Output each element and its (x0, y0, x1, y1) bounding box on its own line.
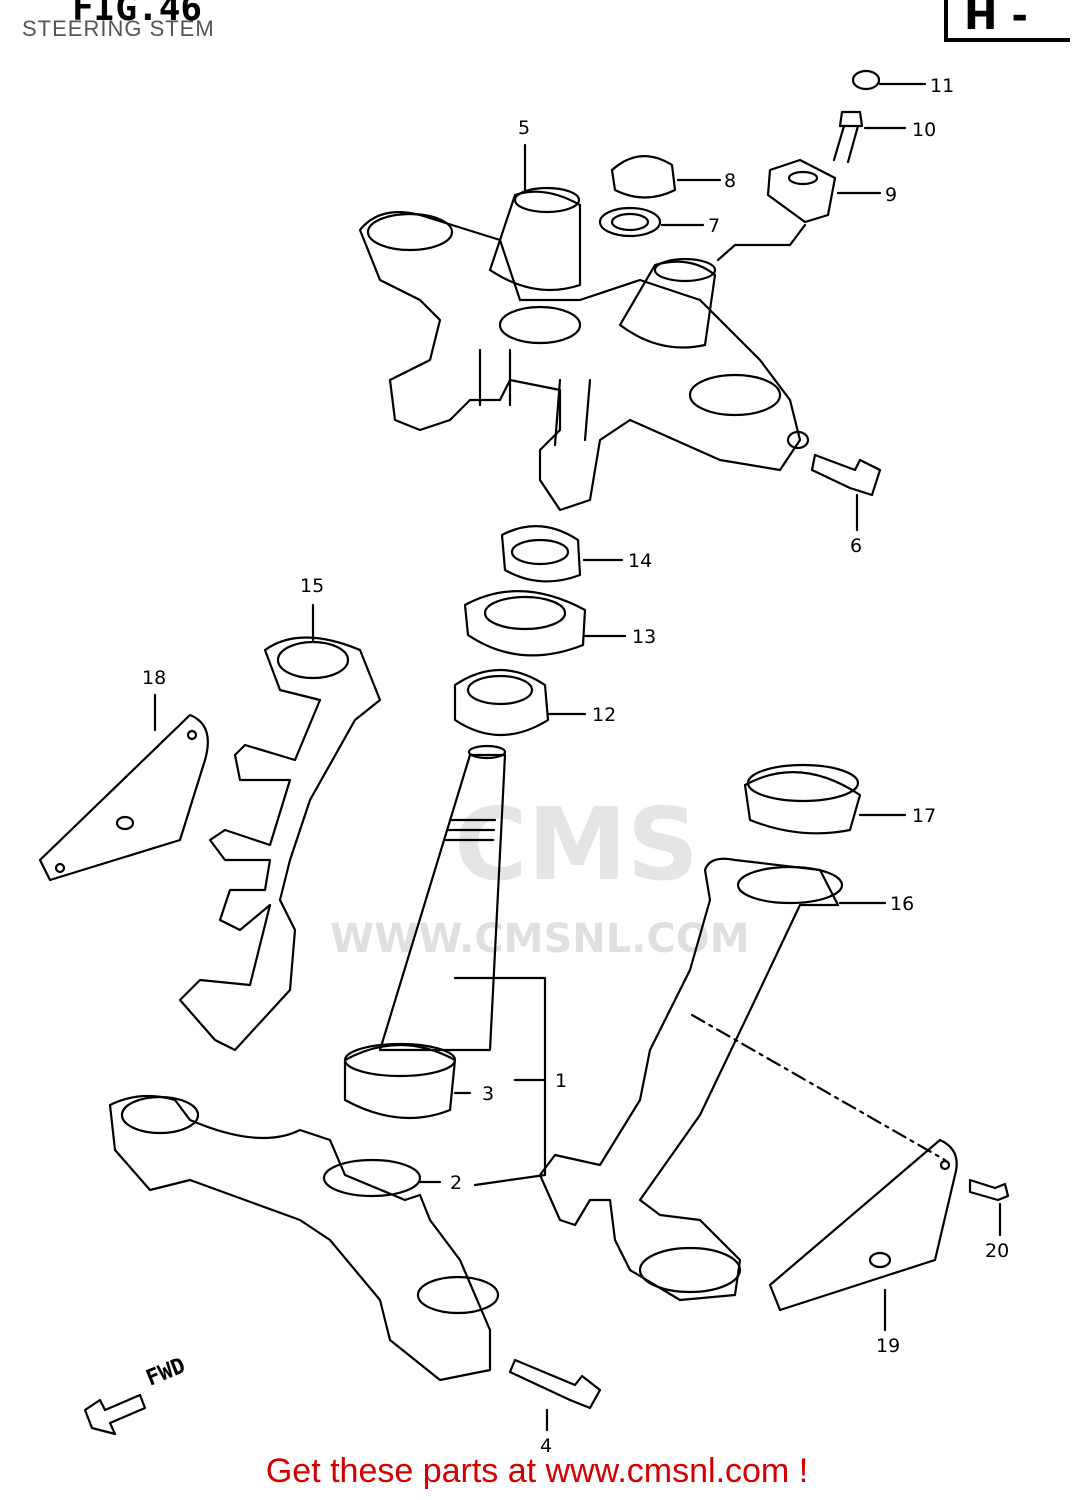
callout-12: 12 (592, 704, 617, 726)
callout-2: 2 (450, 1172, 463, 1194)
section-code: H - (944, 0, 1070, 42)
callout-8: 8 (724, 170, 737, 192)
figure-label: FIG.46 (72, 0, 203, 29)
callout-9: 9 (885, 184, 898, 206)
callout-6: 6 (850, 535, 863, 557)
callout-4: 4 (540, 1435, 553, 1457)
callout-7: 7 (708, 215, 721, 237)
callout-15: 15 (300, 575, 325, 597)
callout-1: 1 (555, 1070, 568, 1092)
callout-5: 5 (518, 117, 531, 139)
callout-19: 19 (876, 1335, 901, 1357)
callout-20: 20 (985, 1240, 1010, 1262)
callout-10: 10 (912, 119, 937, 141)
callout-18: 18 (142, 667, 167, 689)
watermark-url: WWW.CMSNL.COM (330, 916, 750, 962)
callout-3: 3 (482, 1083, 495, 1105)
callout-13: 13 (632, 626, 657, 648)
callout-11: 11 (930, 75, 955, 97)
figure-title: STEERING STEM (22, 16, 215, 41)
watermark-brand: CMS (454, 786, 699, 903)
callout-17: 17 (912, 805, 937, 827)
get-parts-link[interactable]: Get these parts at www.cmsnl.com ! (265, 1452, 809, 1490)
upper-bracket (358, 186, 810, 512)
callout-16: 16 (890, 893, 915, 915)
callout-14: 14 (628, 550, 653, 572)
